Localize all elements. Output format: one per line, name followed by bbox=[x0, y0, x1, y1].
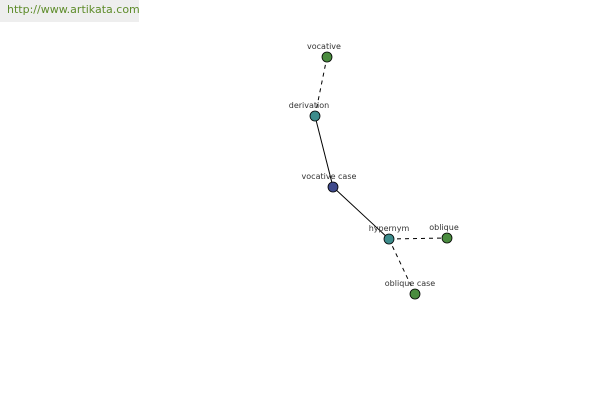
edge-derivation-to-vocative-case bbox=[314, 115, 334, 188]
node-hypernym[interactable] bbox=[383, 233, 395, 245]
node-label-vocative[interactable]: vocative bbox=[307, 42, 341, 51]
node-label-oblique[interactable]: oblique bbox=[429, 223, 459, 232]
node-vocative-case[interactable] bbox=[327, 181, 339, 193]
edge-vocative-case-to-hypernym bbox=[332, 186, 390, 240]
node-vocative[interactable] bbox=[321, 51, 333, 63]
graph-labels: vocative derivation vocative case hypernym o… bbox=[289, 42, 459, 288]
graph-nodes bbox=[309, 51, 453, 300]
node-label-derivation[interactable]: derivation bbox=[289, 101, 329, 110]
artikata-url-link[interactable]: http://www.artikata.com bbox=[0, 0, 140, 22]
node-derivation[interactable] bbox=[309, 110, 321, 122]
edge-hypernym-to-oblique-case bbox=[388, 238, 416, 295]
edge-hypernym-to-oblique bbox=[388, 237, 448, 240]
node-label-hypernym[interactable]: hypernym bbox=[369, 224, 410, 233]
node-oblique[interactable] bbox=[441, 232, 453, 244]
edge-vocative-to-derivation bbox=[314, 56, 328, 117]
node-label-vocative-case[interactable]: vocative case bbox=[302, 172, 357, 181]
node-oblique-case[interactable] bbox=[409, 288, 421, 300]
graph-edges bbox=[314, 56, 448, 295]
node-label-oblique-case[interactable]: oblique case bbox=[385, 279, 436, 288]
